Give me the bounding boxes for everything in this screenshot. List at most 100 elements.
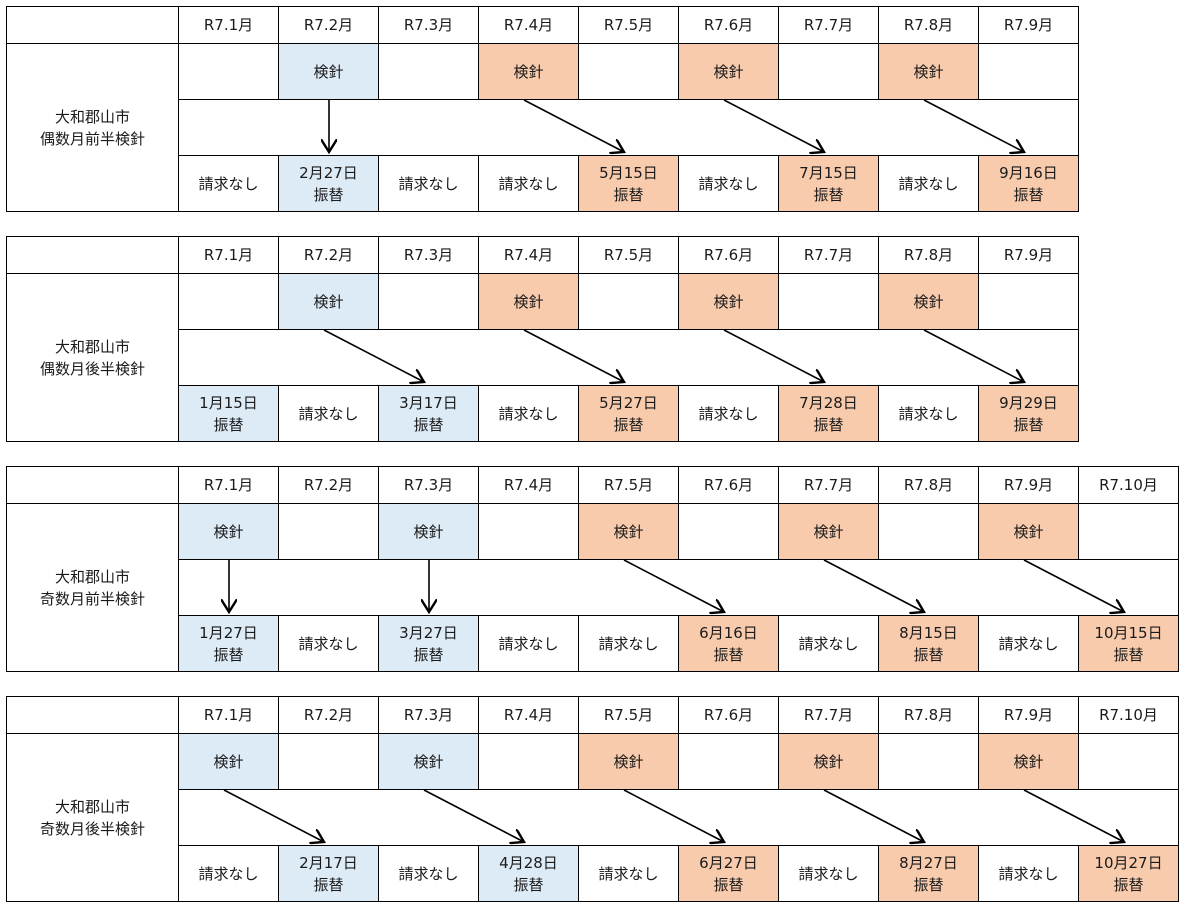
meter-cell bbox=[678, 503, 779, 560]
meter-cell: 検針 bbox=[378, 733, 479, 790]
meter-reading-row: 大和郡山市 奇数月後半検針 検針検針検針検針検針 bbox=[6, 733, 1179, 902]
billing-date: 5月27日 bbox=[599, 393, 658, 412]
schedule-type: 奇数月前半検針 bbox=[39, 589, 145, 608]
month-header: R7.4月 bbox=[478, 696, 579, 734]
month-header: R7.5月 bbox=[578, 236, 679, 274]
month-header: R7.8月 bbox=[878, 466, 979, 504]
billing-date: 9月29日 bbox=[999, 393, 1058, 412]
month-header: R7.3月 bbox=[378, 696, 479, 734]
billing-cell: 請求なし bbox=[678, 155, 779, 212]
billing-date: 6月27日 bbox=[699, 853, 758, 872]
meter-cell: 検針 bbox=[578, 733, 679, 790]
billing-cell: 1月15日 振替 bbox=[178, 385, 279, 442]
billing-cell: 10月15日 振替 bbox=[1078, 615, 1179, 672]
billing-date: 請求なし bbox=[998, 634, 1059, 653]
meter-cell bbox=[878, 503, 979, 560]
billing-date: 2月27日 bbox=[299, 163, 358, 182]
billing-method: 振替 bbox=[913, 875, 944, 894]
billing-cell: 請求なし bbox=[478, 615, 579, 672]
billing-row: 1月27日 振替 請求なし 3月27日 振替 請求なし 請求なし 6月16日 振… bbox=[7, 615, 1179, 672]
meter-reading-row: 大和郡山市 奇数月前半検針 検針検針検針検針検針 bbox=[6, 503, 1179, 672]
meter-cell: 検針 bbox=[778, 503, 879, 560]
billing-date: 請求なし bbox=[398, 174, 459, 193]
billing-cell: 3月17日 振替 bbox=[378, 385, 479, 442]
billing-cell: 請求なし bbox=[178, 155, 279, 212]
billing-cell: 請求なし bbox=[178, 845, 279, 902]
month-header: R7.3月 bbox=[378, 236, 479, 274]
month-header: R7.6月 bbox=[678, 466, 779, 504]
billing-method: 振替 bbox=[613, 185, 644, 204]
billing-method: 振替 bbox=[213, 415, 244, 434]
billing-date: 請求なし bbox=[498, 174, 559, 193]
month-header: R7.6月 bbox=[678, 236, 779, 274]
month-header: R7.9月 bbox=[978, 696, 1079, 734]
corner-cell bbox=[6, 236, 179, 274]
billing-cell: 4月28日 振替 bbox=[478, 845, 579, 902]
meter-cell bbox=[478, 733, 579, 790]
meter-cell: 検針 bbox=[878, 273, 979, 330]
corner-cell bbox=[6, 466, 179, 504]
month-header: R7.8月 bbox=[878, 236, 979, 274]
billing-date: 3月17日 bbox=[399, 393, 458, 412]
billing-date: 請求なし bbox=[498, 634, 559, 653]
corner-cell bbox=[6, 6, 179, 44]
meter-cell: 検針 bbox=[578, 503, 679, 560]
arrow-spacer bbox=[178, 789, 1179, 846]
arrow-row bbox=[7, 789, 1179, 846]
meter-cell: 検針 bbox=[478, 273, 579, 330]
billing-date: 請求なし bbox=[598, 864, 659, 883]
city-name: 大和郡山市 bbox=[54, 107, 130, 126]
month-header: R7.1月 bbox=[178, 236, 279, 274]
meter-cell bbox=[278, 503, 379, 560]
billing-method: 振替 bbox=[413, 645, 444, 664]
billing-method: 振替 bbox=[713, 645, 744, 664]
meter-cell bbox=[978, 273, 1079, 330]
billing-date: 請求なし bbox=[298, 634, 359, 653]
billing-date: 請求なし bbox=[198, 864, 259, 883]
billing-method: 振替 bbox=[213, 645, 244, 664]
billing-cell: 請求なし bbox=[978, 845, 1079, 902]
billing-cell: 5月27日 振替 bbox=[578, 385, 679, 442]
billing-method: 振替 bbox=[1113, 645, 1144, 664]
billing-cell: 請求なし bbox=[578, 845, 679, 902]
billing-date: 2月17日 bbox=[299, 853, 358, 872]
month-header: R7.9月 bbox=[978, 6, 1079, 44]
arrow-spacer bbox=[178, 559, 1179, 616]
billing-cell: 3月27日 振替 bbox=[378, 615, 479, 672]
billing-date: 5月15日 bbox=[599, 163, 658, 182]
month-header: R7.5月 bbox=[578, 6, 679, 44]
billing-cell: 10月27日 振替 bbox=[1078, 845, 1179, 902]
billing-method: 振替 bbox=[713, 875, 744, 894]
billing-cell: 請求なし bbox=[278, 385, 379, 442]
billing-cell: 6月27日 振替 bbox=[678, 845, 779, 902]
billing-date: 請求なし bbox=[698, 404, 759, 423]
meter-cell bbox=[778, 43, 879, 100]
billing-date: 1月27日 bbox=[199, 623, 258, 642]
meter-cell bbox=[878, 733, 979, 790]
meter-cell: 検針 bbox=[778, 733, 879, 790]
meter-cell: 検針 bbox=[678, 43, 779, 100]
billing-date: 請求なし bbox=[898, 174, 959, 193]
arrow-spacer bbox=[178, 99, 1079, 156]
billing-date: 請求なし bbox=[198, 174, 259, 193]
schedule-label: 大和郡山市 奇数月後半検針 bbox=[6, 733, 179, 902]
billing-date: 請求なし bbox=[998, 864, 1059, 883]
billing-method: 振替 bbox=[1113, 875, 1144, 894]
month-header: R7.10月 bbox=[1078, 466, 1179, 504]
month-header: R7.3月 bbox=[378, 6, 479, 44]
month-header: R7.7月 bbox=[778, 696, 879, 734]
meter-cell: 検針 bbox=[978, 733, 1079, 790]
billing-cell: 2月27日 振替 bbox=[278, 155, 379, 212]
billing-cell: 請求なし bbox=[978, 615, 1079, 672]
billing-cell: 請求なし bbox=[878, 385, 979, 442]
meter-cell bbox=[178, 273, 279, 330]
billing-method: 振替 bbox=[513, 875, 544, 894]
month-header: R7.6月 bbox=[678, 696, 779, 734]
billing-date: 請求なし bbox=[898, 404, 959, 423]
billing-date: 8月27日 bbox=[899, 853, 958, 872]
month-header: R7.4月 bbox=[478, 6, 579, 44]
